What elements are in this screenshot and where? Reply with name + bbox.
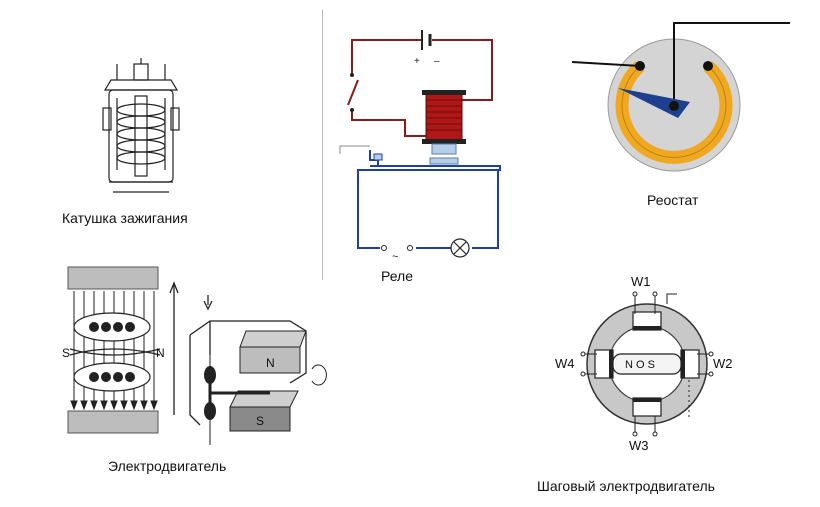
relay-caption: Реле — [381, 268, 413, 284]
divider-line — [322, 10, 323, 280]
stepper-caption: Шаговый электродвигатель — [537, 478, 715, 494]
motor-diagram: S N N S — [62, 266, 327, 445]
relay-control-wire — [351, 39, 493, 101]
motor-magnet-n-label: N — [266, 356, 275, 370]
motor-label-s: S — [62, 346, 70, 360]
relay-ac-symbol: ~ — [392, 251, 398, 260]
rheostat-caption: Реостат — [647, 192, 699, 208]
relay-minus-sign: – — [434, 56, 440, 67]
ignition-coil-caption: Катушка зажигания — [62, 210, 188, 226]
ignition-coil-diagram — [102, 58, 180, 193]
motor-magnet-s — [229, 406, 291, 432]
stepper-w2: W2 — [713, 356, 733, 371]
motor-caption: Электродвигатель — [108, 458, 227, 474]
stepper-rotor-label: N O S — [625, 359, 655, 371]
stepper-motor-diagram: N O S W1 W2 W3 W4 — [555, 274, 733, 453]
relay-plus-sign: + — [414, 56, 420, 67]
motor-pole-top — [67, 266, 159, 290]
stepper-rotor — [612, 353, 682, 375]
motor-label-n: N — [156, 346, 165, 360]
rheostat-diagram — [571, 22, 790, 172]
motor-magnet-s-label: S — [256, 414, 264, 428]
relay-coil — [425, 93, 463, 141]
stepper-w1: W1 — [631, 274, 651, 289]
relay-diagram: + – ~ — [339, 30, 501, 260]
relay-armature — [370, 165, 501, 171]
motor-pole-bottom — [67, 410, 159, 434]
motor-magnet-n — [239, 330, 307, 348]
stepper-w3: W3 — [629, 438, 649, 453]
stepper-w4: W4 — [555, 356, 575, 371]
